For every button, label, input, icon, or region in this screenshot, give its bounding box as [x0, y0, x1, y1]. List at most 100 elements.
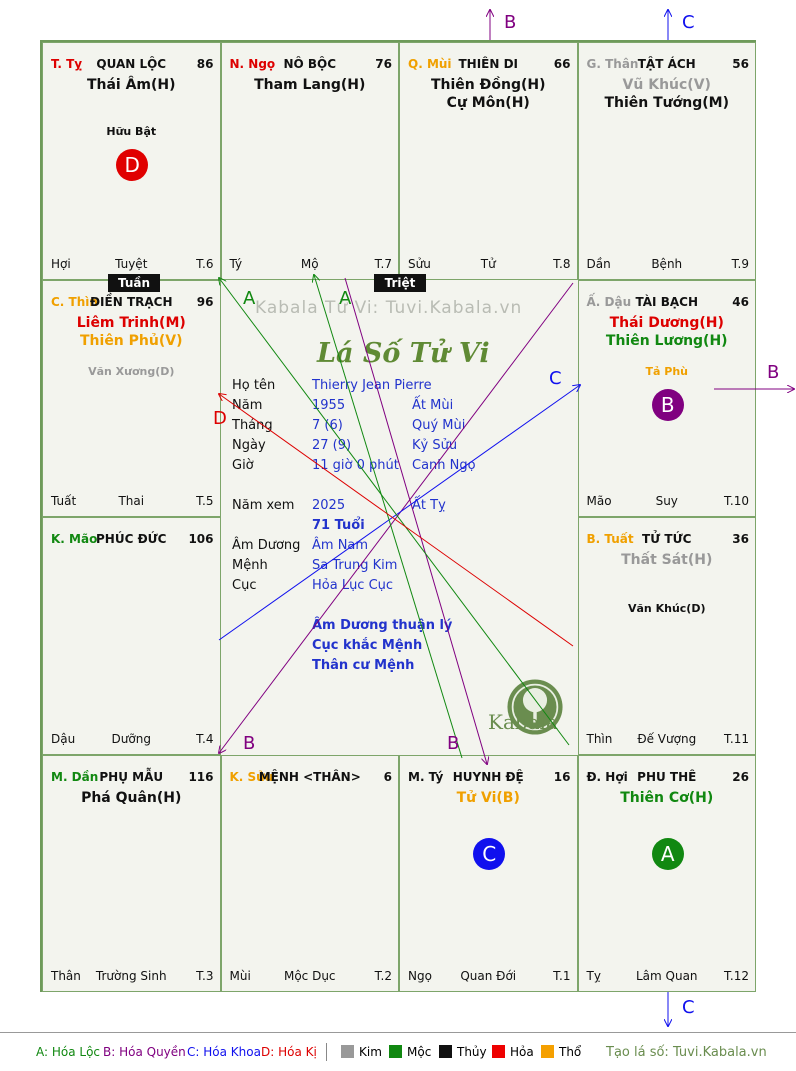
swatch-kim-icon [341, 1045, 354, 1058]
palace-name: HUYNH ĐỆ [452, 769, 524, 784]
info-label-yinyang: Âm Dương [232, 538, 301, 553]
info-value-age: 71 Tuổi [312, 518, 365, 533]
swatch-tho-icon [541, 1045, 554, 1058]
info-canchi-day: Kỷ Sửu [412, 438, 458, 453]
palace-foot-branch: Tuất [51, 494, 77, 508]
palace-name: NÔ BỘC [283, 57, 337, 71]
info-note-1: Âm Dương thuận lý [312, 618, 453, 633]
info-label-view-year: Năm xem [232, 498, 295, 513]
watermark-text: Kabala Tử Vi: Tuvi.Kabala.vn [255, 298, 523, 318]
palace-number: 116 [188, 769, 214, 784]
info-note-3: Thân cư Mệnh [312, 658, 415, 673]
palace-life-stage: Quan Đới [460, 969, 517, 983]
legend-hoa-quyen: B: Hóa Quyền [103, 1045, 186, 1059]
palace-branch: M. Tý [408, 769, 444, 784]
legend-hoa-ki: D: Hóa Kị [261, 1045, 317, 1059]
legend-credit[interactable]: Tạo lá số: Tuvi.Kabala.vn [606, 1045, 767, 1060]
palace-period: T.11 [724, 731, 749, 746]
info-value-view-year: 2025 [312, 498, 346, 513]
palace-life-stage: Mộc Dục [283, 969, 336, 983]
palace-number: 16 [553, 769, 571, 784]
legend-tho-label: Thổ [559, 1045, 582, 1059]
palace-number: 6 [383, 769, 392, 784]
palace-branch: C. Thìn [51, 294, 98, 309]
palace-branch: K. Mão [51, 532, 98, 546]
palace-name: QUAN LỘC [96, 57, 167, 71]
logo-title: Lá Số Tử Vi [317, 338, 490, 369]
palace-branch: K. Sửu [229, 769, 274, 784]
info-value-name: Thierry Jean Pierre [312, 378, 432, 393]
minor-star: Tả Phù [645, 364, 688, 378]
tuan-tag: Tuần [108, 274, 160, 292]
swatch-moc-icon [389, 1045, 402, 1058]
minor-star: Văn Khúc(D) [628, 602, 706, 615]
info-canchi-month: Quý Mùi [412, 418, 466, 433]
info-label-destiny: Mệnh [232, 558, 268, 573]
palace-branch: B. Tuất [586, 532, 634, 546]
main-star: Tham Lang(H) [254, 77, 366, 93]
palace-life-stage: Dưỡng [111, 731, 151, 746]
palace-foot-branch: Mão [586, 494, 612, 508]
palace-foot-branch: Hợi [51, 256, 71, 271]
legend-hoa: Hỏa [492, 1045, 534, 1059]
triet-tag: Triệt [374, 274, 426, 292]
palace-life-stage: Thai [118, 494, 145, 508]
palace-number: 26 [732, 769, 749, 784]
arrow-label-c-bottom: C [682, 997, 695, 1018]
palace-number: 66 [553, 57, 571, 71]
legend-hoa-label: Hỏa [510, 1045, 534, 1059]
palace-number: 56 [732, 57, 749, 71]
transformation-badge-a: A [651, 837, 684, 870]
main-star: Vũ Khúc(V) [622, 77, 711, 93]
info-value-destiny: Sa Trung Kim [312, 558, 398, 573]
main-star: Thiên Tướng(M) [604, 95, 729, 111]
palace-life-stage: Mộ [300, 256, 319, 271]
main-star: Phá Quân(H) [81, 789, 182, 806]
legend-kim-label: Kim [359, 1045, 382, 1059]
info-value-yinyang: Âm Nam [312, 538, 369, 553]
arrow-label-a-2: A [339, 288, 352, 309]
palace-branch: T. Tỵ [51, 57, 83, 71]
palace-period: T.4 [196, 731, 214, 746]
main-star: Thái Dương(H) [609, 314, 724, 331]
palace-foot-branch: Dậu [51, 731, 76, 746]
info-label-month: Tháng [232, 418, 273, 433]
palace-period: T.7 [374, 256, 392, 271]
palace-life-stage: Trường Sinh [95, 969, 167, 983]
kabala-logo-text: Kabala [488, 710, 558, 734]
arrow-label-c-mid: C [549, 368, 562, 389]
main-star: Thái Âm(H) [86, 77, 176, 93]
swatch-hoa-icon [492, 1045, 505, 1058]
palace-branch: Q. Mùi [408, 57, 452, 71]
main-star: Thiên Đồng(H) [430, 77, 546, 93]
main-star: Thiên Phủ(V) [80, 332, 183, 349]
main-star: Thiên Lương(H) [605, 332, 728, 349]
minor-star: Hữu Bật [106, 125, 157, 138]
palace-number: 106 [188, 532, 214, 546]
info-note-2: Cục khắc Mệnh [312, 638, 423, 653]
arrow-label-d-left: D [213, 408, 227, 429]
arrow-label-b-top: B [504, 12, 517, 33]
info-label-day: Ngày [232, 438, 266, 453]
palace-name: TẬT ÁCH [637, 57, 696, 71]
info-value-day: 27 (9) [312, 438, 352, 453]
info-value-cuc: Hỏa Lục Cục [312, 578, 394, 593]
info-canchi-hour: Canh Ngọ [412, 458, 476, 473]
transformation-badge-b: B [651, 388, 684, 421]
arrow-label-a-1: A [243, 288, 256, 309]
palace-foot-branch: Thân [51, 969, 81, 983]
transformation-badge-d: D [116, 149, 149, 181]
palace-foot-branch: Ngọ [408, 969, 432, 983]
